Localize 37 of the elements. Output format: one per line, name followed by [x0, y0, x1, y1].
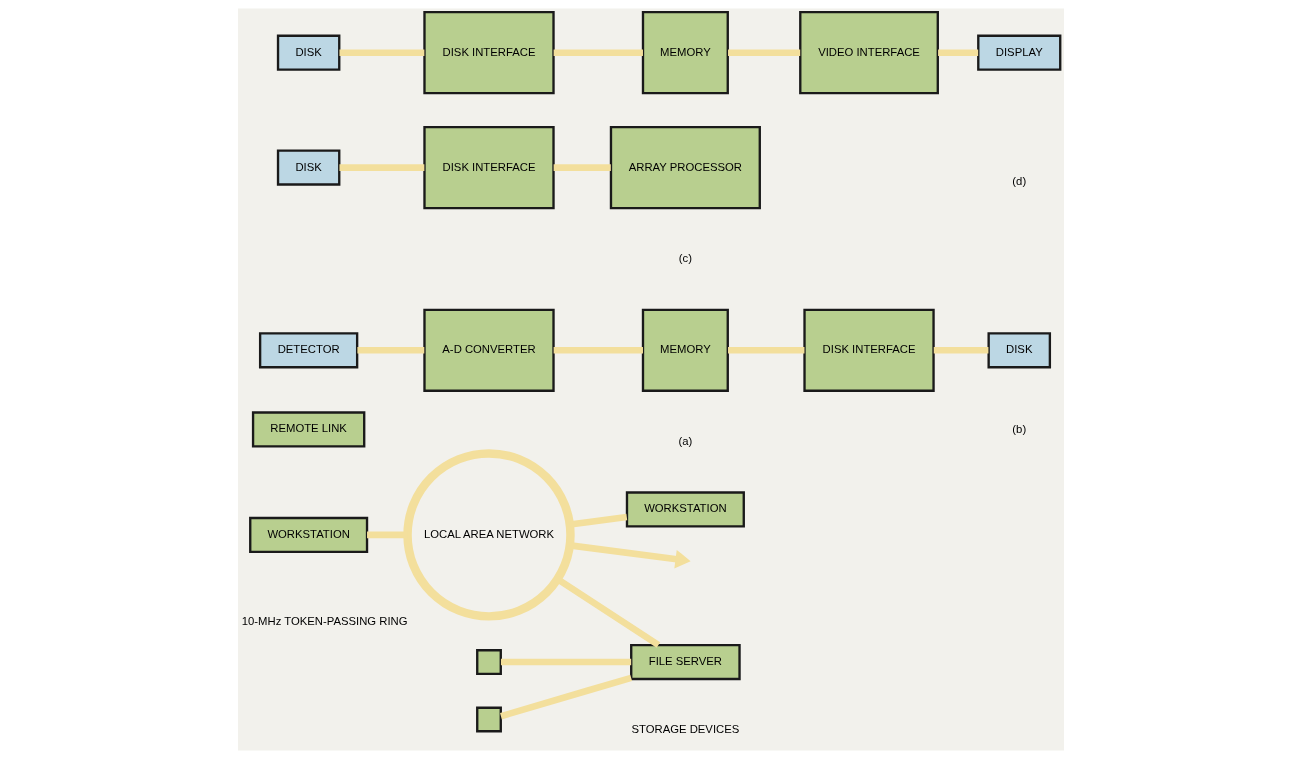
node-box: DISK INTERFACE	[802, 308, 935, 392]
label: (a)	[677, 434, 692, 447]
node-box: DISK INTERFACE	[422, 125, 555, 210]
connector	[356, 347, 424, 354]
node-box: ARRAY PROCESSOR	[609, 125, 761, 210]
node-box	[475, 706, 502, 733]
node-box: VIDEO INTERFACE	[798, 11, 939, 95]
label: (d)	[1011, 174, 1026, 187]
connector	[500, 658, 631, 666]
node-box: A-D CONVERTER	[422, 308, 555, 392]
connector	[937, 49, 978, 56]
node-box: WORKSTATION	[625, 491, 745, 528]
connector	[553, 49, 643, 56]
connector	[499, 674, 632, 720]
label: (c)	[678, 251, 692, 264]
node-box: DETECTOR	[258, 332, 358, 369]
node-box: REMOTE LINK	[251, 411, 365, 448]
connector	[553, 164, 611, 171]
connector	[727, 347, 804, 354]
node-box: DISK	[276, 34, 340, 71]
label: STORAGE DEVICES	[630, 722, 739, 735]
connector	[338, 164, 424, 171]
node-box: MEMORY	[641, 308, 729, 392]
connector	[727, 49, 800, 56]
node-box: DISPLAY	[976, 34, 1061, 71]
connector	[553, 347, 643, 354]
node-box: WORKSTATION	[248, 516, 368, 554]
connector	[366, 531, 407, 539]
connector	[933, 347, 988, 354]
node-box: FILE SERVER	[629, 643, 741, 681]
node-box: DISK	[276, 149, 340, 186]
node-box: DISK INTERFACE	[422, 11, 555, 95]
label: (b)	[1011, 423, 1026, 436]
node-box: MEMORY	[641, 11, 729, 95]
connector	[338, 49, 424, 56]
node-box: DISK	[986, 332, 1051, 369]
node-box	[475, 649, 502, 675]
